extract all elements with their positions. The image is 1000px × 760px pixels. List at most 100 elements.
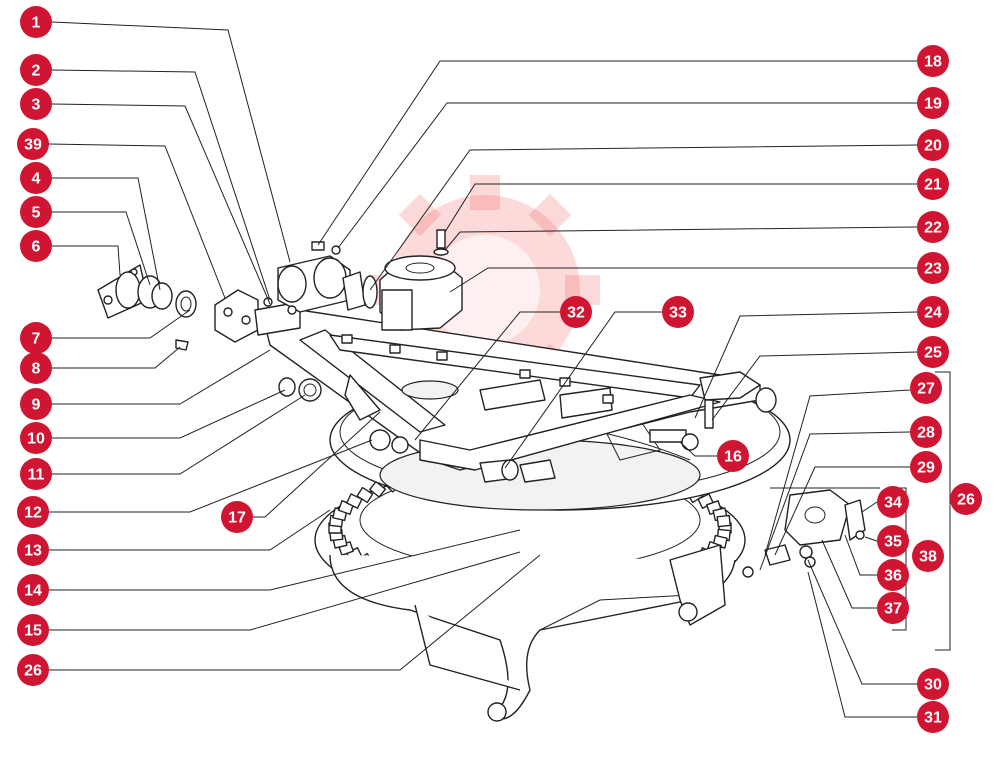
leader-line-32 <box>414 311 560 441</box>
leader-line-19 <box>337 102 917 249</box>
leader-line-26 <box>49 554 541 671</box>
leader-line-23 <box>449 267 917 293</box>
callout-circle <box>20 388 52 420</box>
leader-line-1 <box>51 21 291 263</box>
callout-number: 8 <box>32 361 41 378</box>
callout-17: 17 <box>221 501 253 533</box>
callout-21: 21 <box>917 168 949 200</box>
callout-24: 24 <box>917 296 949 328</box>
leader-line-7 <box>52 309 191 339</box>
leader-line-4 <box>52 177 161 291</box>
bracket-assembly <box>742 489 866 578</box>
callout-circle <box>917 668 949 700</box>
callout-circle <box>17 534 49 566</box>
callout-number: 39 <box>24 137 42 154</box>
callout-number: 6 <box>32 239 41 256</box>
gear-tooth <box>716 514 731 528</box>
leader-line-31 <box>807 571 917 718</box>
leader-line-3 <box>51 103 271 305</box>
leader-line-18 <box>317 60 917 246</box>
callout-circle <box>917 168 949 200</box>
leader-line-5 <box>52 211 151 286</box>
callout-circle <box>877 592 909 624</box>
callout-14: 14 <box>17 574 49 606</box>
leader-line-28 <box>759 431 911 571</box>
callout-circle <box>917 252 949 284</box>
gear-tooth <box>369 480 387 498</box>
leader-line-6 <box>52 245 121 276</box>
callout-number: 29 <box>917 460 935 477</box>
leader-line-15 <box>49 551 521 631</box>
callout-25: 25 <box>917 336 949 368</box>
callout-circle <box>20 458 52 490</box>
callout-number: 35 <box>884 534 902 551</box>
callout-9: 9 <box>20 388 52 420</box>
callout-20: 20 <box>917 129 949 161</box>
callout-circle <box>877 486 909 518</box>
callout-5: 5 <box>20 196 52 228</box>
callout-number: 32 <box>567 305 585 322</box>
callout-10: 10 <box>20 422 52 454</box>
callout-28: 28 <box>910 416 942 448</box>
callout-6: 6 <box>20 230 52 262</box>
leader-line-20 <box>369 144 918 291</box>
callout-4: 4 <box>20 162 52 194</box>
leader-line-17 <box>253 411 381 518</box>
hydraulic-motor <box>263 241 378 315</box>
callout-number: 31 <box>924 710 942 727</box>
callout-circle <box>20 422 52 454</box>
callout-circle <box>20 322 52 354</box>
callout-circle <box>17 614 49 646</box>
leader-line-12 <box>49 439 373 513</box>
callout-number: 20 <box>924 138 942 155</box>
callout-29: 29 <box>910 451 942 483</box>
leader-line-14 <box>49 529 521 591</box>
callout-number: 12 <box>24 505 42 522</box>
leader-line-34 <box>861 501 878 513</box>
callout-32: 32 <box>560 296 592 328</box>
leader-line-36 <box>844 534 877 576</box>
callout-circle <box>20 352 52 384</box>
callout-circle <box>917 129 949 161</box>
leader-line-11 <box>52 394 306 475</box>
callout-16: 16 <box>717 440 749 472</box>
callout-circle <box>910 372 942 404</box>
callout-35: 35 <box>877 525 909 557</box>
callout-circle <box>877 559 909 591</box>
callout-7: 7 <box>20 322 52 354</box>
callout-39: 39 <box>17 128 49 160</box>
callout-circle <box>910 451 942 483</box>
callout-36: 36 <box>877 559 909 591</box>
callout-number: 13 <box>24 543 42 560</box>
callout-circle <box>917 701 949 733</box>
callout-number: 24 <box>924 305 942 322</box>
callout-circle <box>717 440 749 472</box>
callout-number: 15 <box>24 623 42 640</box>
callout-circle <box>910 416 942 448</box>
callout-circle <box>917 87 949 119</box>
leader-line-8 <box>52 346 181 369</box>
callout-number: 4 <box>32 171 41 188</box>
right-pivot-assembly <box>649 371 777 451</box>
callout-30: 30 <box>917 668 949 700</box>
callout-number: 18 <box>924 54 942 71</box>
callout-number: 23 <box>924 261 942 278</box>
leader-line-24 <box>694 311 918 419</box>
callout-number: 16 <box>724 449 742 466</box>
leader-line-22 <box>444 226 918 251</box>
gear-tooth <box>346 493 363 509</box>
callout-15: 15 <box>17 614 49 646</box>
callout-circle <box>917 336 949 368</box>
callout-number: 22 <box>924 220 942 237</box>
leader-line-39 <box>48 143 226 299</box>
callout-circle <box>560 296 592 328</box>
callout-circle <box>20 6 52 38</box>
callout-circle <box>662 296 694 328</box>
callout-circle <box>20 230 52 262</box>
callout-circle <box>877 525 909 557</box>
callout-number: 19 <box>924 96 942 113</box>
gearbox <box>379 229 463 331</box>
callout-number: 21 <box>924 177 942 194</box>
